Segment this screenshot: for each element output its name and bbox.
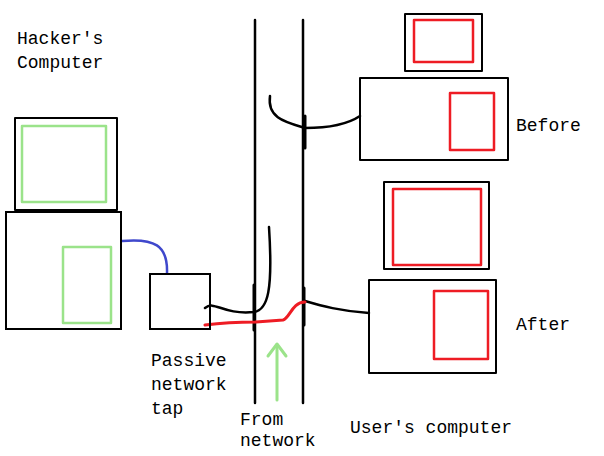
tap-box: Passive network tap xyxy=(149,273,211,330)
hacker-drive xyxy=(63,247,111,323)
usb-cable xyxy=(122,240,167,273)
flow-arrowhead xyxy=(268,344,286,356)
hacker-screen xyxy=(22,126,106,202)
user-drive xyxy=(434,291,488,359)
tap-wire xyxy=(205,227,270,312)
user-screen xyxy=(414,20,473,62)
user-wire xyxy=(270,96,360,128)
computer-node: Hacker's Computer xyxy=(5,211,122,330)
state-label: After xyxy=(516,313,596,337)
wire-joint xyxy=(304,116,307,148)
hacker-monitor xyxy=(15,118,117,210)
computer-heading: Hacker's Computer xyxy=(17,27,117,75)
user-screen xyxy=(393,189,481,265)
user-wire xyxy=(305,301,369,313)
cable-wall xyxy=(254,20,257,403)
user-monitor xyxy=(405,14,482,71)
flow-arrow xyxy=(276,346,279,400)
cable-wall xyxy=(302,20,305,403)
wire-joint xyxy=(303,288,306,325)
user-monitor xyxy=(384,182,489,269)
user-base xyxy=(360,78,508,160)
tapped-wire xyxy=(205,302,305,325)
tap-label: Passive network tap xyxy=(151,349,237,421)
device-label: User's computer xyxy=(350,416,550,440)
source-label: From network xyxy=(240,410,330,452)
user-drive xyxy=(450,93,494,150)
state-label: Before xyxy=(516,114,596,138)
user-base xyxy=(369,280,496,373)
